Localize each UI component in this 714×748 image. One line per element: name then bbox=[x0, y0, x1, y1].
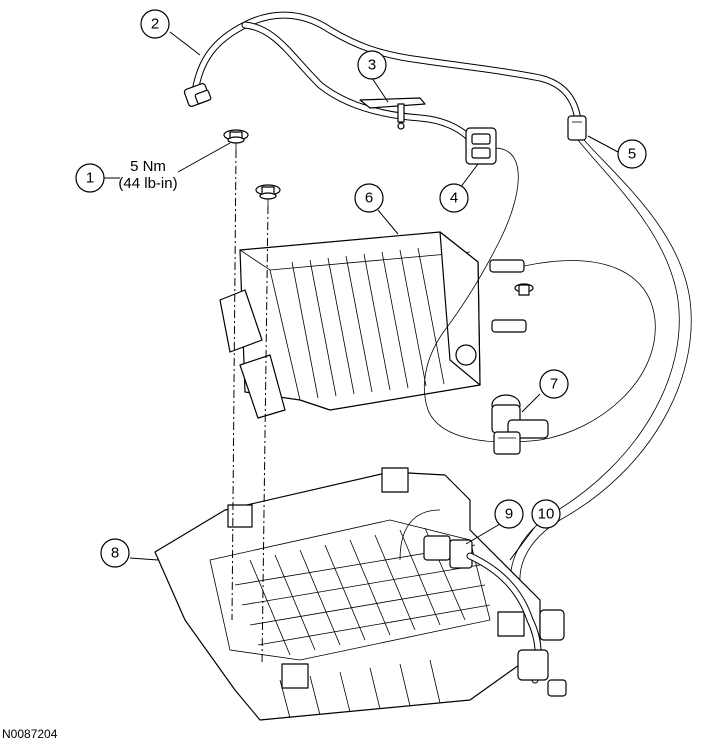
callout-6-label: 6 bbox=[365, 190, 373, 207]
torque-spec-lbin: (44 lb-in) bbox=[118, 175, 177, 192]
mounting-tray bbox=[154, 467, 541, 721]
bolt-lower bbox=[255, 184, 281, 206]
callout-3-label: 3 bbox=[368, 57, 376, 74]
callout-4-label: 4 bbox=[450, 190, 458, 207]
callout-5: 5 bbox=[617, 139, 647, 169]
callout-10-label: 10 bbox=[538, 506, 555, 523]
callout-1: 1 bbox=[75, 163, 105, 193]
callout-2: 2 bbox=[140, 9, 170, 39]
torque-spec-nm: 5 Nm bbox=[130, 158, 166, 175]
tray-grid bbox=[234, 527, 491, 656]
connector-9 bbox=[399, 509, 473, 569]
callout-6: 6 bbox=[354, 183, 384, 213]
callout-8: 8 bbox=[100, 538, 130, 568]
evap-canister bbox=[219, 231, 527, 419]
document-id: N0087204 bbox=[2, 727, 58, 741]
callout-7: 7 bbox=[539, 369, 569, 399]
callout-8-label: 8 bbox=[111, 545, 119, 562]
callout-9-label: 9 bbox=[505, 506, 513, 523]
callout-5-label: 5 bbox=[628, 146, 636, 163]
callout-1-label: 1 bbox=[86, 170, 94, 187]
vent-solenoid bbox=[424, 260, 656, 455]
bolt-right bbox=[514, 283, 534, 296]
callout-4: 4 bbox=[439, 183, 469, 213]
callout-9: 9 bbox=[494, 499, 524, 529]
bracket bbox=[359, 97, 426, 130]
callout-10: 10 bbox=[531, 499, 561, 529]
callout-3: 3 bbox=[357, 50, 387, 80]
harness-10 bbox=[466, 552, 567, 697]
upper-hose-assembly bbox=[183, 11, 587, 149]
callout-2-label: 2 bbox=[151, 16, 159, 33]
connector-4 bbox=[465, 127, 497, 165]
bolt-upper bbox=[223, 129, 249, 150]
callout-7-label: 7 bbox=[550, 376, 558, 393]
